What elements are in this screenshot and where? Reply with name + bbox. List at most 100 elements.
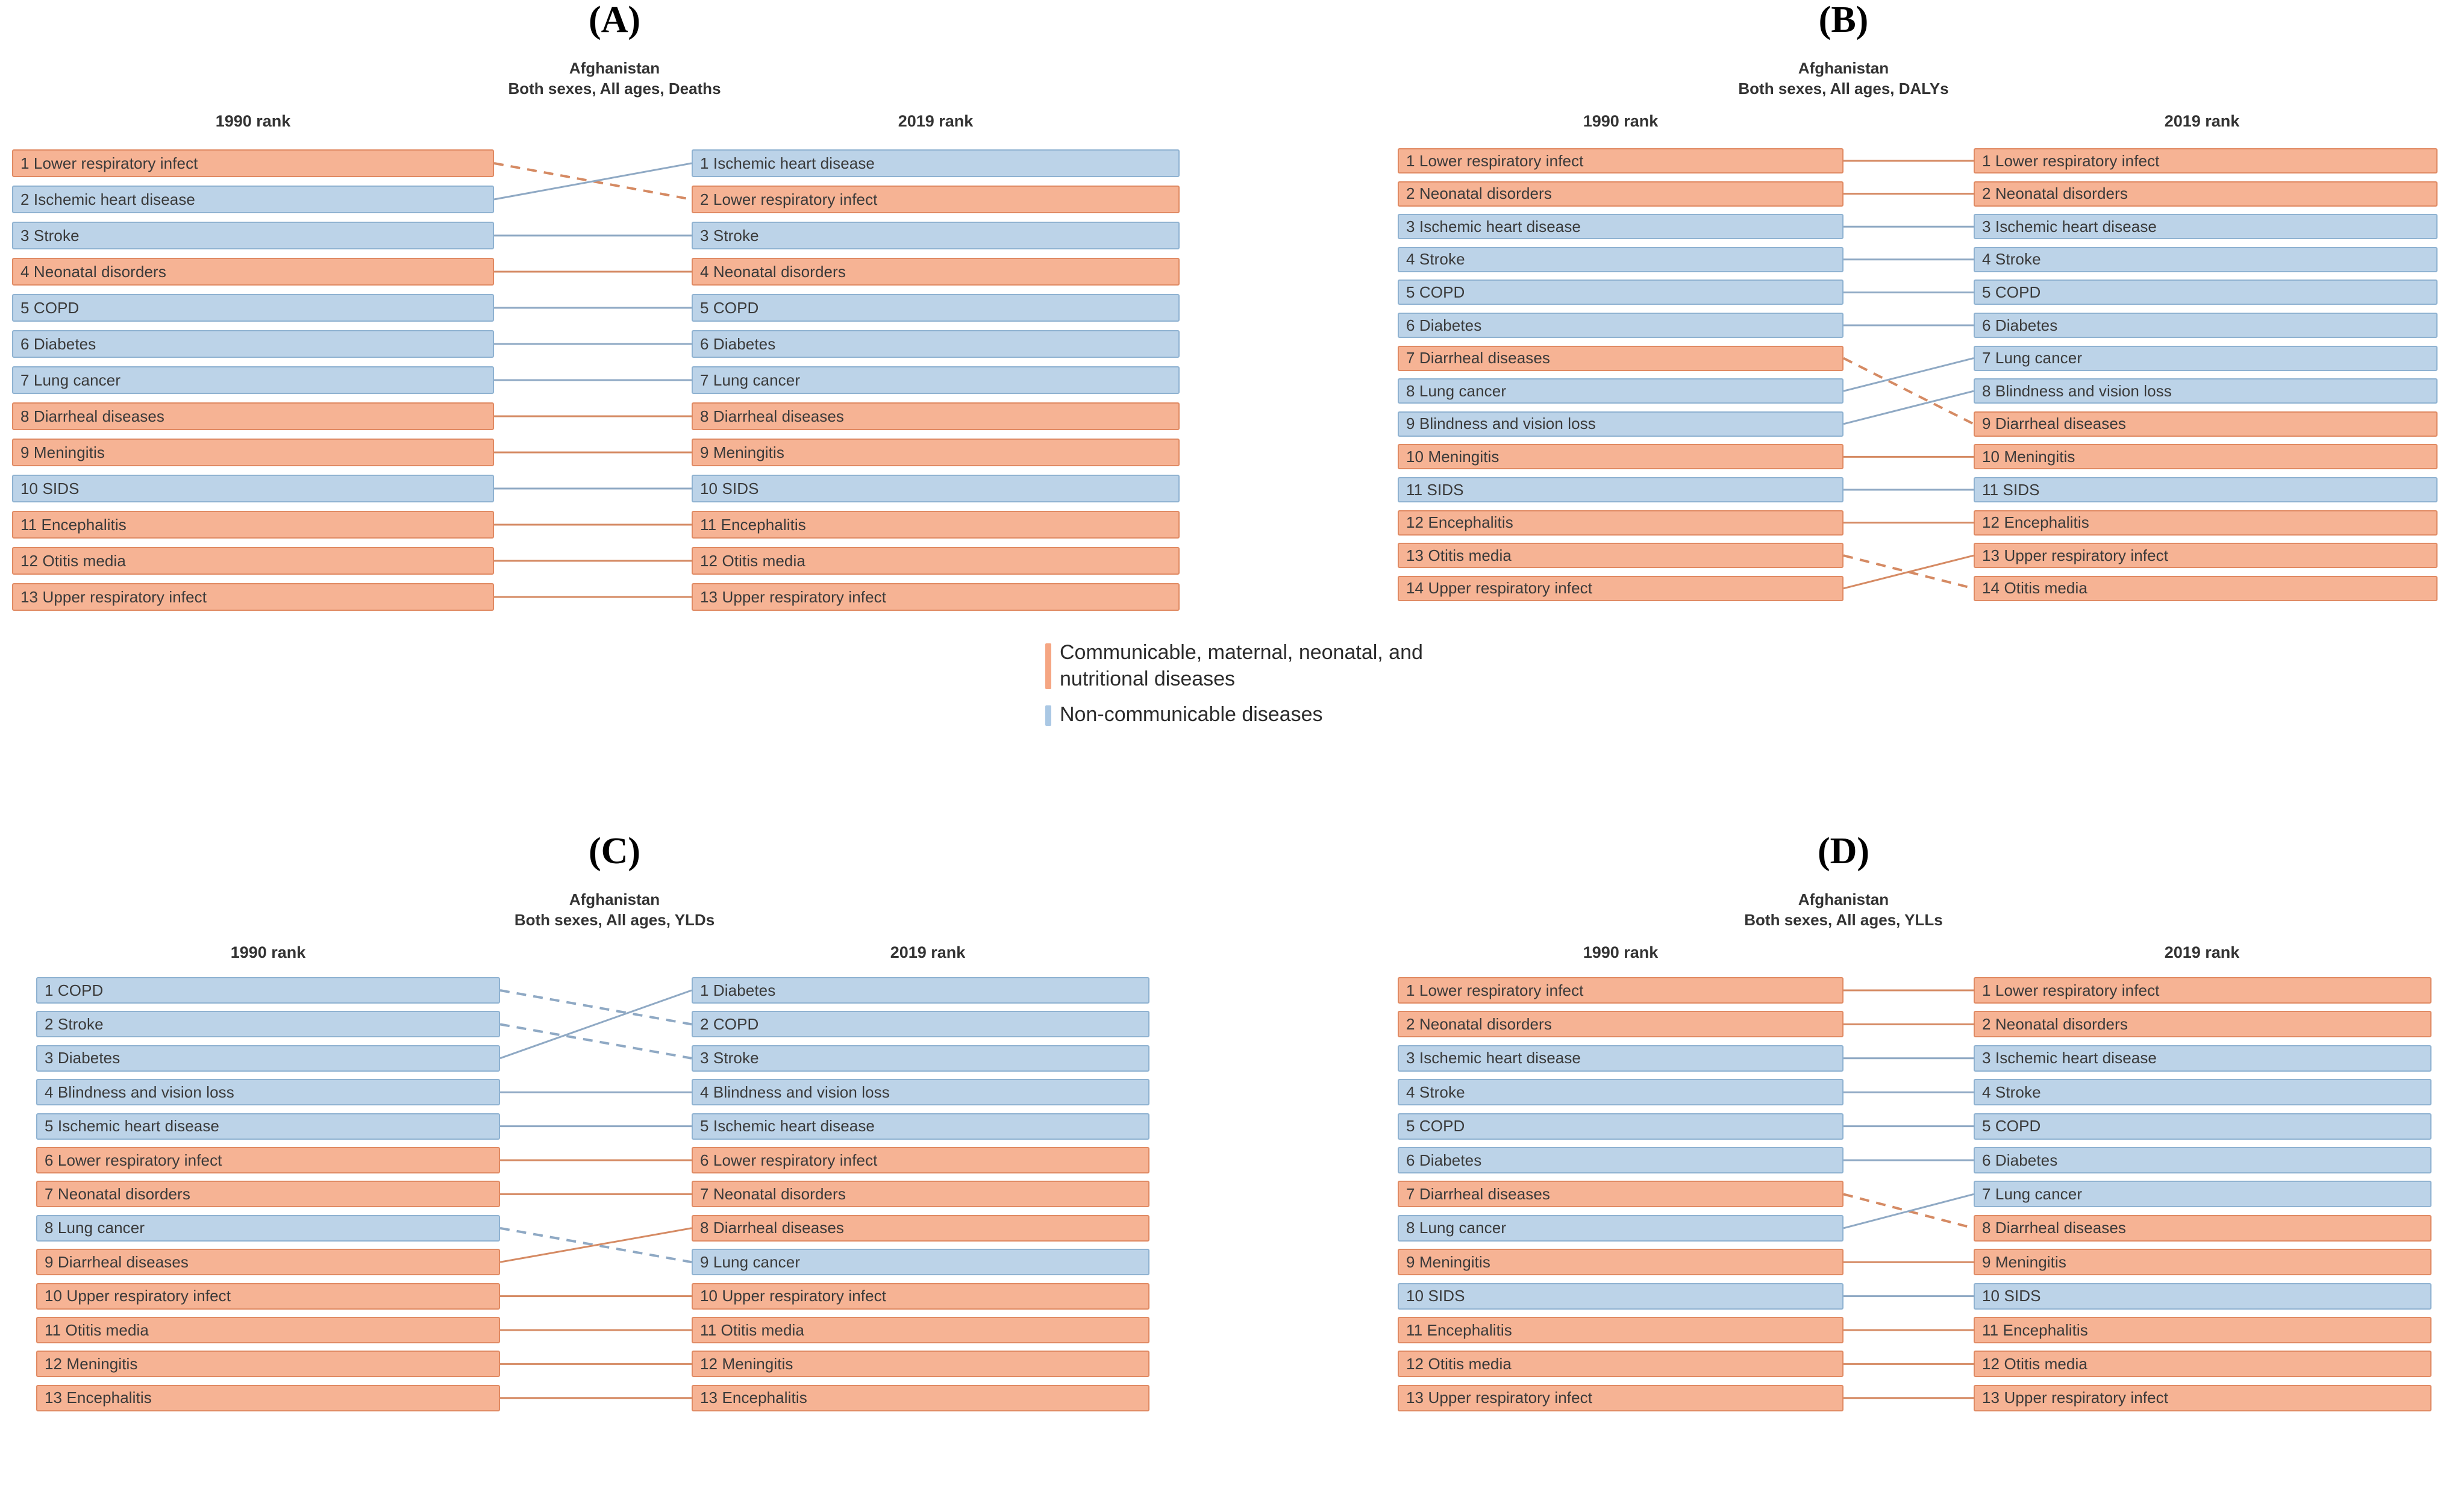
rank-row[interactable]: 7 Lung cancer (692, 366, 1180, 394)
rank-row[interactable]: 11 Encephalitis (12, 511, 494, 539)
rank-row[interactable]: 7 Lung cancer (1974, 345, 2438, 371)
rank-row[interactable]: 1 Ischemic heart disease (692, 149, 1180, 177)
rank-row[interactable]: 5 COPD (1974, 1113, 2431, 1140)
rank-row[interactable]: 3 Stroke (692, 222, 1180, 249)
rank-row[interactable]: 9 Blindness and vision loss (1398, 411, 1844, 437)
rank-row[interactable]: 13 Otitis media (1398, 543, 1844, 569)
rank-row[interactable]: 12 Otitis media (1398, 1351, 1844, 1378)
rank-row[interactable]: 7 Diarrheal diseases (1398, 345, 1844, 371)
rank-row[interactable]: 2 Neonatal disorders (1398, 181, 1844, 207)
rank-row[interactable]: 11 SIDS (1974, 477, 2438, 502)
rank-row[interactable]: 9 Meningitis (1974, 1249, 2431, 1276)
rank-row[interactable]: 6 Diabetes (1398, 1147, 1844, 1173)
rank-row[interactable]: 10 SIDS (1398, 1282, 1844, 1310)
rank-row[interactable]: 14 Otitis media (1974, 575, 2438, 601)
rank-row[interactable]: 1 Lower respiratory infect (12, 149, 494, 177)
rank-row[interactable]: 11 SIDS (1398, 477, 1844, 502)
rank-row[interactable]: 2 Ischemic heart disease (12, 186, 494, 213)
rank-row[interactable]: 12 Otitis media (12, 547, 494, 575)
rank-row[interactable]: 11 Otitis media (36, 1317, 500, 1343)
rank-row[interactable]: 9 Diarrheal diseases (1974, 411, 2438, 437)
rank-row[interactable]: 13 Upper respiratory infect (12, 583, 494, 611)
rank-row[interactable]: 7 Lung cancer (1974, 1181, 2431, 1208)
rank-row[interactable]: 2 Neonatal disorders (1398, 1011, 1844, 1038)
rank-row[interactable]: 10 Meningitis (1398, 444, 1844, 470)
rank-row[interactable]: 10 SIDS (1974, 1282, 2431, 1310)
rank-row[interactable]: 5 Ischemic heart disease (692, 1113, 1149, 1140)
rank-row[interactable]: 11 Encephalitis (692, 511, 1180, 539)
rank-row[interactable]: 12 Encephalitis (1974, 510, 2438, 536)
rank-row[interactable]: 1 COPD (36, 977, 500, 1004)
rank-row[interactable]: 8 Lung cancer (1398, 378, 1844, 404)
rank-row[interactable]: 6 Diabetes (1974, 313, 2438, 338)
rank-row[interactable]: 8 Lung cancer (36, 1214, 500, 1242)
rank-row[interactable]: 4 Stroke (1398, 246, 1844, 272)
rank-row[interactable]: 13 Upper respiratory infect (1974, 543, 2438, 569)
rank-row[interactable]: 13 Encephalitis (36, 1384, 500, 1411)
rank-row[interactable]: 12 Meningitis (36, 1351, 500, 1378)
rank-row[interactable]: 8 Diarrheal diseases (692, 1214, 1149, 1242)
rank-row[interactable]: 3 Ischemic heart disease (1974, 1045, 2431, 1072)
rank-row[interactable]: 2 COPD (692, 1011, 1149, 1038)
rank-row[interactable]: 1 Diabetes (692, 977, 1149, 1004)
rank-row[interactable]: 4 Neonatal disorders (692, 258, 1180, 286)
rank-row[interactable]: 8 Diarrheal diseases (1974, 1214, 2431, 1242)
rank-row[interactable]: 6 Lower respiratory infect (692, 1147, 1149, 1173)
rank-row[interactable]: 11 Encephalitis (1974, 1317, 2431, 1343)
rank-row[interactable]: 9 Diarrheal diseases (36, 1249, 500, 1276)
rank-row[interactable]: 4 Neonatal disorders (12, 258, 494, 286)
rank-row[interactable]: 8 Diarrheal diseases (12, 402, 494, 430)
rank-row[interactable]: 6 Diabetes (1974, 1147, 2431, 1173)
rank-row[interactable]: 1 Lower respiratory infect (1398, 977, 1844, 1004)
rank-row[interactable]: 5 COPD (1398, 1113, 1844, 1140)
rank-row[interactable]: 3 Stroke (12, 222, 494, 249)
rank-row[interactable]: 13 Encephalitis (692, 1384, 1149, 1411)
rank-row[interactable]: 4 Blindness and vision loss (692, 1079, 1149, 1106)
rank-row[interactable]: 13 Upper respiratory infect (1974, 1384, 2431, 1411)
rank-row[interactable]: 2 Stroke (36, 1011, 500, 1038)
rank-row[interactable]: 1 Lower respiratory infect (1398, 148, 1844, 173)
rank-row[interactable]: 11 Encephalitis (1398, 1317, 1844, 1343)
rank-row[interactable]: 6 Lower respiratory infect (36, 1147, 500, 1173)
rank-row[interactable]: 3 Ischemic heart disease (1398, 214, 1844, 240)
rank-row[interactable]: 3 Diabetes (36, 1045, 500, 1072)
rank-row[interactable]: 1 Lower respiratory infect (1974, 977, 2431, 1004)
rank-row[interactable]: 2 Neonatal disorders (1974, 181, 2438, 207)
rank-row[interactable]: 4 Stroke (1398, 1079, 1844, 1106)
rank-row[interactable]: 12 Encephalitis (1398, 510, 1844, 536)
rank-row[interactable]: 2 Lower respiratory infect (692, 186, 1180, 213)
rank-row[interactable]: 8 Diarrheal diseases (692, 402, 1180, 430)
rank-row[interactable]: 5 COPD (12, 294, 494, 322)
rank-row[interactable]: 2 Neonatal disorders (1974, 1011, 2431, 1038)
rank-row[interactable]: 6 Diabetes (12, 330, 494, 358)
rank-row[interactable]: 12 Meningitis (692, 1351, 1149, 1378)
rank-row[interactable]: 8 Blindness and vision loss (1974, 378, 2438, 404)
rank-row[interactable]: 10 SIDS (692, 475, 1180, 502)
rank-row[interactable]: 9 Meningitis (1398, 1249, 1844, 1276)
rank-row[interactable]: 5 COPD (1398, 280, 1844, 305)
rank-row[interactable]: 7 Neonatal disorders (36, 1181, 500, 1208)
rank-row[interactable]: 6 Diabetes (692, 330, 1180, 358)
rank-row[interactable]: 7 Diarrheal diseases (1398, 1181, 1844, 1208)
rank-row[interactable]: 7 Lung cancer (12, 366, 494, 394)
rank-row[interactable]: 10 Meningitis (1974, 444, 2438, 470)
rank-row[interactable]: 10 Upper respiratory infect (36, 1282, 500, 1310)
rank-row[interactable]: 3 Ischemic heart disease (1974, 214, 2438, 240)
rank-row[interactable]: 7 Neonatal disorders (692, 1181, 1149, 1208)
rank-row[interactable]: 3 Ischemic heart disease (1398, 1045, 1844, 1072)
rank-row[interactable]: 6 Diabetes (1398, 313, 1844, 338)
rank-row[interactable]: 10 SIDS (12, 475, 494, 502)
rank-row[interactable]: 14 Upper respiratory infect (1398, 575, 1844, 601)
rank-row[interactable]: 10 Upper respiratory infect (692, 1282, 1149, 1310)
rank-row[interactable]: 3 Stroke (692, 1045, 1149, 1072)
rank-row[interactable]: 13 Upper respiratory infect (1398, 1384, 1844, 1411)
rank-row[interactable]: 9 Meningitis (12, 439, 494, 466)
rank-row[interactable]: 9 Lung cancer (692, 1249, 1149, 1276)
rank-row[interactable]: 4 Blindness and vision loss (36, 1079, 500, 1106)
rank-row[interactable]: 8 Lung cancer (1398, 1214, 1844, 1242)
rank-row[interactable]: 1 Lower respiratory infect (1974, 148, 2438, 173)
rank-row[interactable]: 9 Meningitis (692, 439, 1180, 466)
rank-row[interactable]: 13 Upper respiratory infect (692, 583, 1180, 611)
rank-row[interactable]: 5 Ischemic heart disease (36, 1113, 500, 1140)
rank-row[interactable]: 11 Otitis media (692, 1317, 1149, 1343)
